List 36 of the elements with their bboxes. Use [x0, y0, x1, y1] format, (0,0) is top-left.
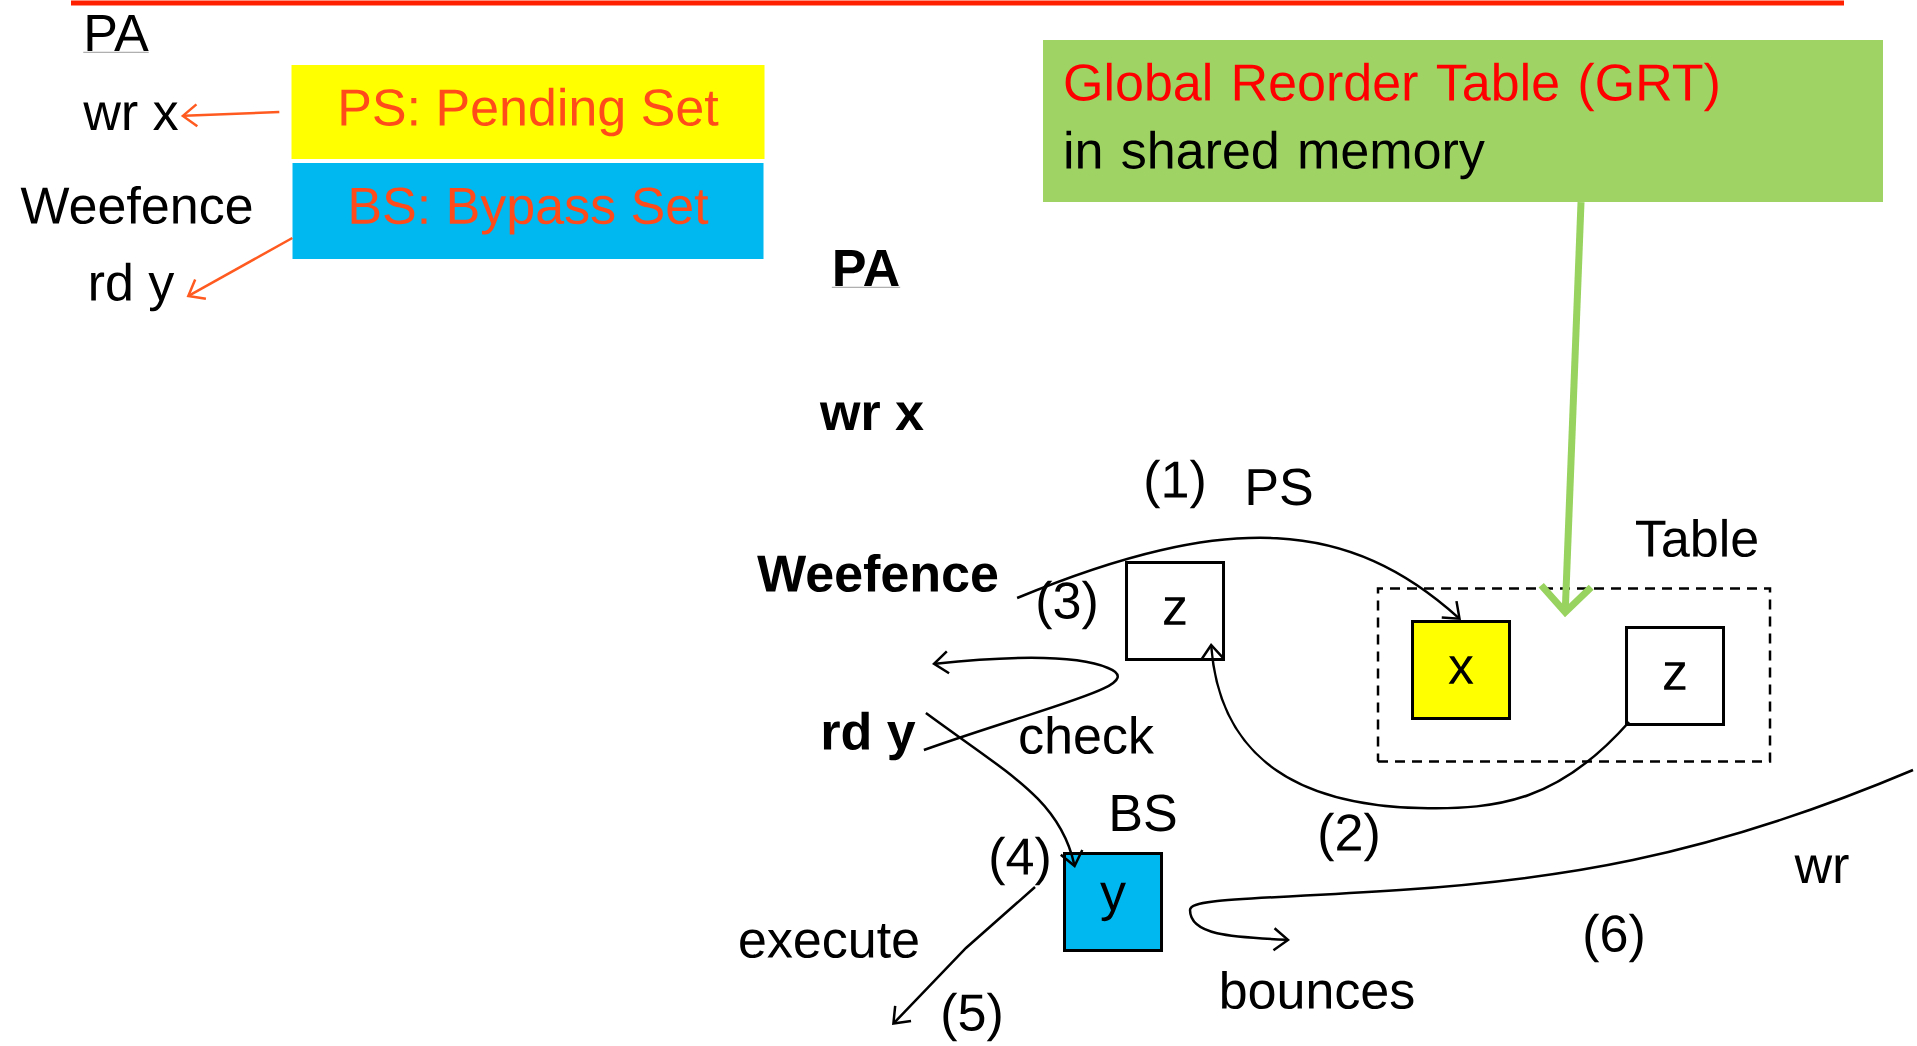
arrow [925, 712, 1084, 868]
legend-box: PS: Pending Set [291, 65, 765, 159]
step-number: (5) [943, 992, 1001, 1042]
arrow [180, 103, 280, 128]
text-label: wr x [83, 102, 179, 130]
text-label: wr x [819, 402, 924, 430]
step-number: (3) [1038, 580, 1096, 630]
arrow [186, 236, 293, 301]
callout-box: Global Reorder Table (GRT) in shared memory [1043, 40, 1883, 202]
arrow [892, 886, 1036, 1025]
text-label: wr [1794, 855, 1849, 883]
arrow [923, 650, 1119, 752]
text-label: PS [1248, 468, 1312, 506]
text-label: BS [1112, 794, 1176, 832]
heading: PA [831, 250, 901, 288]
step-number: (6) [1585, 913, 1643, 963]
heading: PA [83, 15, 149, 53]
entry-box: y [1063, 852, 1163, 952]
arrow [1016, 537, 1461, 620]
text-label: Weefence [757, 553, 998, 593]
text-label: execute [740, 923, 918, 959]
entry-box: z [1625, 626, 1725, 726]
text-label: bounces [1222, 970, 1414, 1010]
arrow [1538, 202, 1594, 618]
step-number: (4) [991, 836, 1049, 886]
legend-box: BS: Bypass Set [292, 163, 764, 259]
text-label: Weefence [20, 185, 252, 225]
text-label: rd y [823, 711, 916, 761]
node-label: Table [1636, 518, 1757, 558]
entry-box: x [1411, 620, 1511, 720]
step-number: (2) [1320, 812, 1378, 862]
entry-box: z [1125, 561, 1225, 661]
arrow [1200, 643, 1630, 810]
text-label: rd y [91, 262, 175, 312]
text-label: check [1020, 715, 1154, 755]
step-number: (1) [1146, 459, 1204, 509]
